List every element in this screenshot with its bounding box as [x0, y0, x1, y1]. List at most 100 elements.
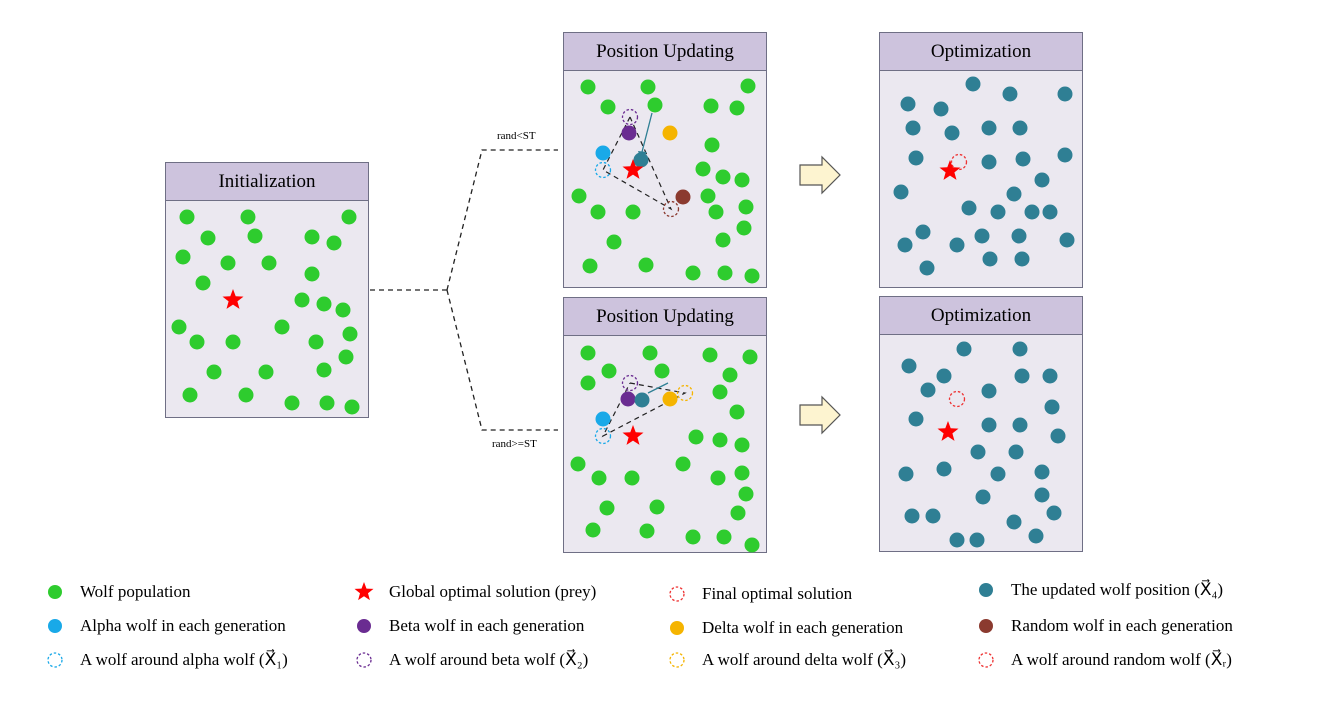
- delta-ring-icon: [669, 652, 685, 668]
- connector-triangle-bottom: [601, 382, 687, 438]
- legend-label: A wolf around alpha wolf (X⃗₁): [80, 650, 288, 669]
- wolf-dot: [585, 522, 601, 538]
- legend-label: A wolf around random wolf (X⃗ᵣ): [1011, 650, 1232, 669]
- wolf-dot: [695, 161, 711, 177]
- updated-wolf-dot: [975, 489, 991, 505]
- wolf-dot: [200, 230, 216, 246]
- beta-ring: [621, 374, 639, 392]
- wolf-dot: [571, 188, 587, 204]
- wolf-dot: [570, 456, 586, 472]
- legend-label: Delta wolf in each generation: [702, 618, 904, 637]
- legend-item: A wolf around random wolf (X⃗ᵣ): [975, 650, 1232, 670]
- updated-wolf-dot: [634, 392, 650, 408]
- legend-item: Beta wolf in each generation: [353, 616, 584, 636]
- updated-wolf-dot: [949, 532, 965, 548]
- wolf-dot: [710, 470, 726, 486]
- wolf-dot: [702, 347, 718, 363]
- wolf-dot: [685, 265, 701, 281]
- updated-wolf-dot: [1006, 186, 1022, 202]
- beta-ring-icon: [356, 652, 372, 668]
- updated-wolf-dot: [905, 120, 921, 136]
- updated-wolf-dot: [1014, 251, 1030, 267]
- updated-wolf-dot: [1015, 151, 1031, 167]
- wolf-dot: [654, 363, 670, 379]
- wolf-dot: [247, 228, 263, 244]
- updated-wolf-dot: [1012, 417, 1028, 433]
- updated-wolf-dot: [970, 444, 986, 460]
- wolf-dot: [338, 349, 354, 365]
- branch-bottom: [446, 289, 558, 431]
- updated-wolf-dot: [933, 101, 949, 117]
- wolf-dot: [601, 363, 617, 379]
- wolf-dot: [600, 99, 616, 115]
- update-arrow-line: [647, 382, 669, 394]
- optimization-bottom-title: Optimization: [880, 297, 1082, 335]
- random-dot-icon: [979, 619, 993, 633]
- position-updating-top-panel: Position Updating: [563, 32, 767, 288]
- updated-wolf-dot: [920, 382, 936, 398]
- updated-wolf-dot: [893, 184, 909, 200]
- wolf-dot: [189, 334, 205, 350]
- updated-wolf-dot: [1034, 464, 1050, 480]
- initialization-title: Initialization: [166, 163, 368, 201]
- updated-wolf-dot: [900, 96, 916, 112]
- optimization-top-title: Optimization: [880, 33, 1082, 71]
- legend-item: A wolf around alpha wolf (X⃗₁): [44, 650, 288, 670]
- legend-label: The updated wolf position (X⃗₄): [1011, 580, 1224, 599]
- wolf-dot: [734, 172, 750, 188]
- beta-wolf-dot: [620, 391, 636, 407]
- wolf-dot: [647, 97, 663, 113]
- wolf-dot: [715, 232, 731, 248]
- updated-wolf-dot: [633, 152, 649, 168]
- wolf-dot: [206, 364, 222, 380]
- updated-wolf-dot: [1014, 368, 1030, 384]
- wolf-dot: [308, 334, 324, 350]
- wolf-dot: [736, 220, 752, 236]
- wolf-dot: [341, 209, 357, 225]
- legend-item: A wolf around delta wolf (X⃗₃): [666, 650, 906, 670]
- updated-wolf-dot: [990, 466, 1006, 482]
- updated-wolf-dot: [949, 237, 965, 253]
- updated-wolf-dot: [974, 228, 990, 244]
- wolf-dot: [238, 387, 254, 403]
- update-arrow-line: [641, 112, 653, 153]
- updated-wolf-dot: [915, 224, 931, 240]
- delta-wolf-dot: [662, 391, 678, 407]
- wolf-dot: [342, 326, 358, 342]
- updated-wolf-dot: [969, 532, 985, 548]
- legend-item: Alpha wolf in each generation: [44, 616, 286, 636]
- wolf-dot: [624, 470, 640, 486]
- updated-wolf-dot: [1034, 487, 1050, 503]
- updated-wolf-dot: [990, 204, 1006, 220]
- wolf-dot: [740, 78, 756, 94]
- updated-wolf-dot: [919, 260, 935, 276]
- wolf-dot: [708, 204, 724, 220]
- updated-wolf-dot: [901, 358, 917, 374]
- wolf-dot: [716, 529, 732, 545]
- wolf-dot: [580, 79, 596, 95]
- legend-label: Global optimal solution (prey): [389, 582, 597, 601]
- wolf-dot: [734, 437, 750, 453]
- wolf-dot: [625, 204, 641, 220]
- updated-wolf-dot: [904, 508, 920, 524]
- updated-wolf-dot: [908, 150, 924, 166]
- updated-wolf-dot: [944, 125, 960, 141]
- wolf-dot: [712, 384, 728, 400]
- legend-label: Wolf population: [80, 582, 191, 601]
- updated-wolf-dot: [981, 120, 997, 136]
- wolf-dot: [344, 399, 360, 415]
- wolf-dot: [175, 249, 191, 265]
- legend-item: Random wolf in each generation: [975, 616, 1233, 636]
- delta-ring: [676, 384, 694, 402]
- position-updating-bottom-title: Position Updating: [564, 298, 766, 336]
- wolf-dot: [642, 345, 658, 361]
- updated-wolf-dot: [1046, 505, 1062, 521]
- wolf-dot: [171, 319, 187, 335]
- teal-dot-icon: [979, 583, 993, 597]
- wolf-dot: [685, 529, 701, 545]
- wolf-dot: [704, 137, 720, 153]
- wolf-dot: [580, 375, 596, 391]
- prey-star: [939, 160, 961, 180]
- beta-ring: [621, 108, 639, 126]
- updated-wolf-dot: [1012, 341, 1028, 357]
